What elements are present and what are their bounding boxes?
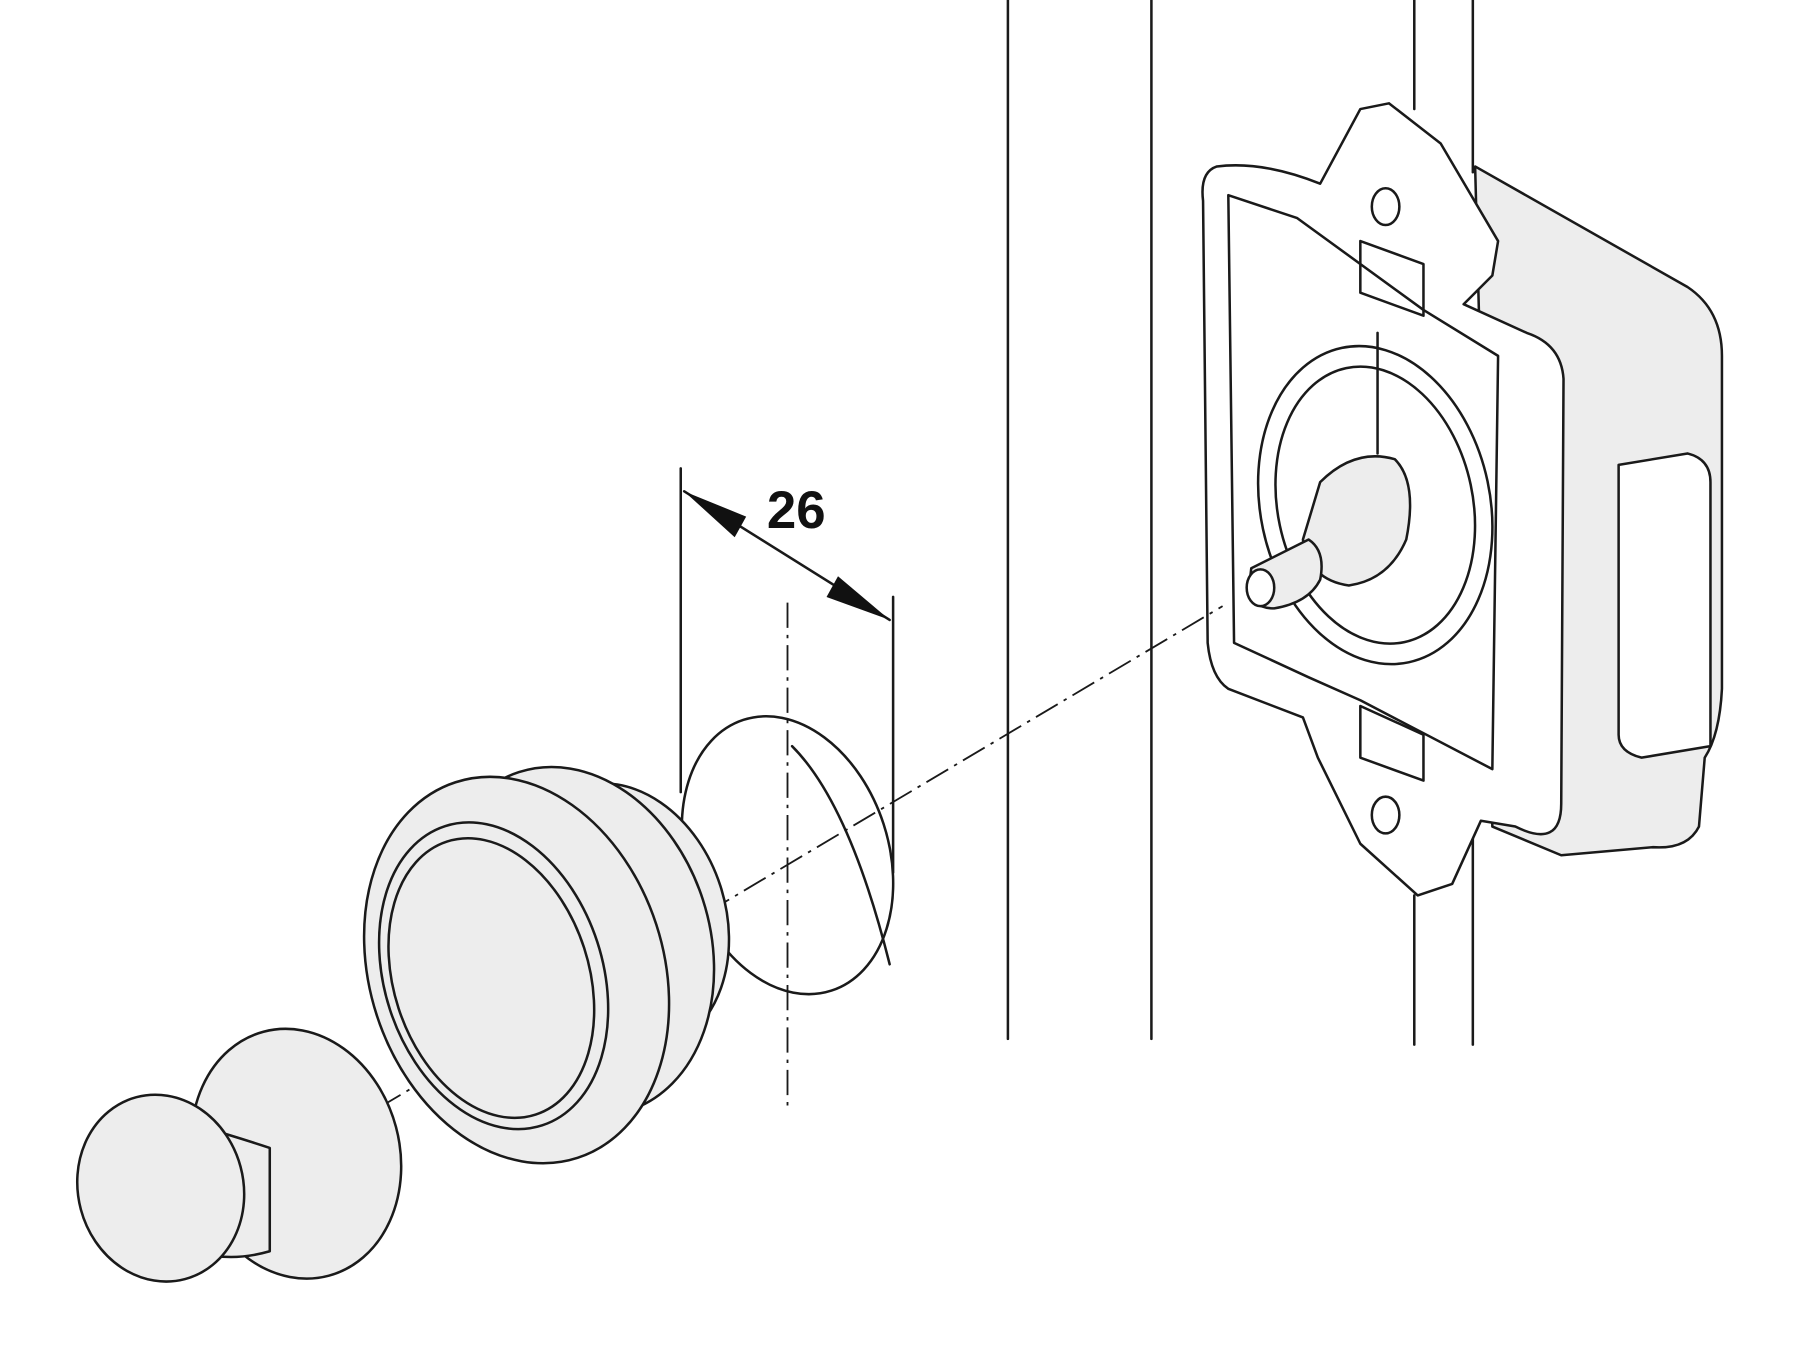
- arrowhead-left-icon: [684, 491, 747, 538]
- center-axis-line: [378, 605, 1224, 1109]
- lock-cylinder: [1301, 455, 1412, 587]
- lock-body: [1201, 102, 1724, 897]
- arrowhead-right-icon: [826, 576, 890, 620]
- push-button-housing: [362, 765, 731, 1165]
- dimension-label: 26: [767, 481, 826, 540]
- push-button-knob: [75, 1027, 403, 1283]
- cabinet-panel-lines: [1006, 0, 1475, 1046]
- drill-hole-inner-edge: [790, 744, 891, 966]
- dimension-26: 26: [679, 467, 895, 874]
- lock-bolt: [1617, 452, 1712, 759]
